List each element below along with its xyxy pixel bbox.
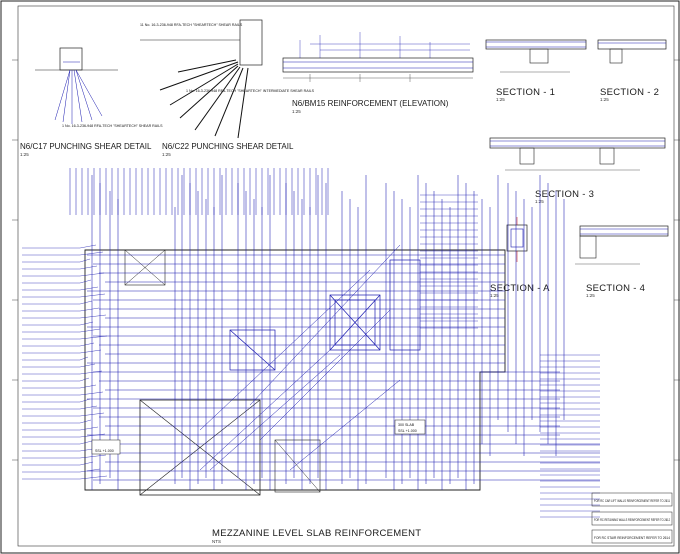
slab-tag-text: 300 SLAB (398, 423, 415, 427)
section-4: SECTION - 4 1:25 (575, 225, 669, 298)
leader-line (79, 475, 108, 480)
section-1-title: SECTION - 1 (496, 87, 555, 98)
section-3-title: SECTION - 3 (535, 189, 594, 200)
leader-line (79, 265, 98, 270)
plan-scale: NTS (212, 539, 221, 544)
bm15-scale: 1:25 (292, 109, 301, 114)
section-1: SECTION - 1 1:25 (485, 39, 587, 102)
note-retaining: FOR RC RETAINING WALLS REINFORCEMENT REF… (594, 518, 670, 522)
leader-line (79, 461, 94, 466)
leader-line (79, 412, 105, 417)
bm15-title: N6/BM15 REINFORCEMENT (ELEVATION) (292, 99, 449, 108)
note-stair: FOR RC STAIR REINFORCEMENT REFER TO 2614 (594, 536, 670, 540)
detail-c17: 1 No. 16-3-236-948 RFA-TECH "SHEARTECH" … (20, 47, 163, 157)
section-2: SECTION - 2 1:25 (597, 39, 667, 102)
leader-line (79, 293, 106, 298)
leader-line (79, 433, 106, 438)
level-tag (91, 439, 121, 455)
section-3: SECTION - 3 1:25 (489, 137, 666, 204)
rebar-top-labels (69, 168, 329, 215)
leader-line (79, 384, 97, 389)
c17-note-bottom: 1 No. 16-3-236-948 RFA-TECH "SHEARTECH" … (62, 124, 163, 128)
note-lift-walls: FOR RC CAR LIFT WALLS REINFORCEMENT REFE… (594, 499, 670, 503)
slab-tag-ssl: SSL +1.000 (398, 429, 417, 433)
leader-line (79, 335, 108, 340)
section-3-scale: 1:25 (535, 199, 544, 204)
section-a: SECTION - A 1:25 (490, 217, 550, 298)
leader-lines-right (420, 194, 600, 518)
section-a-title: SECTION - A (490, 283, 550, 294)
leader-line (79, 468, 101, 473)
rebar-vertical (91, 175, 565, 490)
leader-line (79, 258, 91, 263)
leader-line (79, 342, 95, 347)
section-2-scale: 1:25 (600, 97, 609, 102)
detail-c22: 11 No. 16-3-236-948 RFA-TECH "SHEARTECH"… (140, 19, 315, 157)
c22-title: N6/C22 PUNCHING SHEAR DETAIL (162, 142, 294, 151)
column-c22 (239, 19, 263, 66)
rebar-trimmers (229, 259, 421, 371)
leader-line (79, 307, 100, 312)
leader-line (79, 370, 103, 375)
leader-line (79, 426, 99, 431)
leader-lines-left (22, 244, 108, 480)
c17-title: N6/C17 PUNCHING SHEAR DETAIL (20, 142, 152, 151)
level-tag-text: SSL +1.000 (95, 449, 114, 453)
frame-ticks (12, 59, 680, 461)
leader-line (79, 454, 107, 459)
leader-line (79, 272, 105, 277)
leader-line (79, 251, 104, 256)
c22-note-bottom: 1 No. 16-3-236-948 RFA-TECH "SHEARTECH" … (186, 89, 315, 93)
leader-line (79, 391, 104, 396)
slab-tag (394, 419, 426, 435)
plan-title: MEZZANINE LEVEL SLAB REINFORCEMENT (212, 528, 421, 539)
leader-line (79, 349, 102, 354)
leader-line (79, 398, 91, 403)
leader-line (79, 328, 101, 333)
section-1-scale: 1:25 (496, 97, 505, 102)
section-2-title: SECTION - 2 (600, 87, 659, 98)
section-4-title: SECTION - 4 (586, 283, 645, 294)
detail-bm15: N6/BM15 REINFORCEMENT (ELEVATION) 1:25 (282, 32, 474, 114)
rebar-diagonal (199, 244, 401, 471)
stair-opening (274, 439, 321, 493)
section-4-scale: 1:25 (586, 293, 595, 298)
leader-line (79, 279, 92, 284)
drawing-frame (17, 5, 675, 547)
c22-note-top: 11 No. 16-3-236-948 RFA-TECH "SHEARTECH"… (140, 23, 243, 27)
rebar-horizontal (87, 254, 600, 481)
leader-line (79, 321, 94, 326)
leader-line (79, 440, 93, 445)
leader-line (79, 405, 98, 410)
leader-line (79, 300, 93, 305)
reference-notes: FOR RC CAR LIFT WALLS REINFORCEMENT REFE… (591, 492, 673, 544)
c17-scale: 1:25 (20, 152, 29, 157)
leader-line (79, 314, 107, 319)
leader-line (79, 356, 89, 361)
leader-line (79, 244, 97, 249)
column-c17 (59, 47, 83, 71)
leader-line (79, 419, 92, 424)
section-a-scale: 1:25 (490, 293, 499, 298)
c22-scale: 1:25 (162, 152, 171, 157)
slab-plan: SSL +1.000 300 SLAB SSL +1.000 FOR RC CA… (22, 168, 673, 544)
leader-line (79, 363, 96, 368)
leader-line (79, 286, 99, 291)
core-opening (139, 399, 261, 496)
lift-opening (124, 249, 166, 286)
leader-line (79, 377, 90, 382)
